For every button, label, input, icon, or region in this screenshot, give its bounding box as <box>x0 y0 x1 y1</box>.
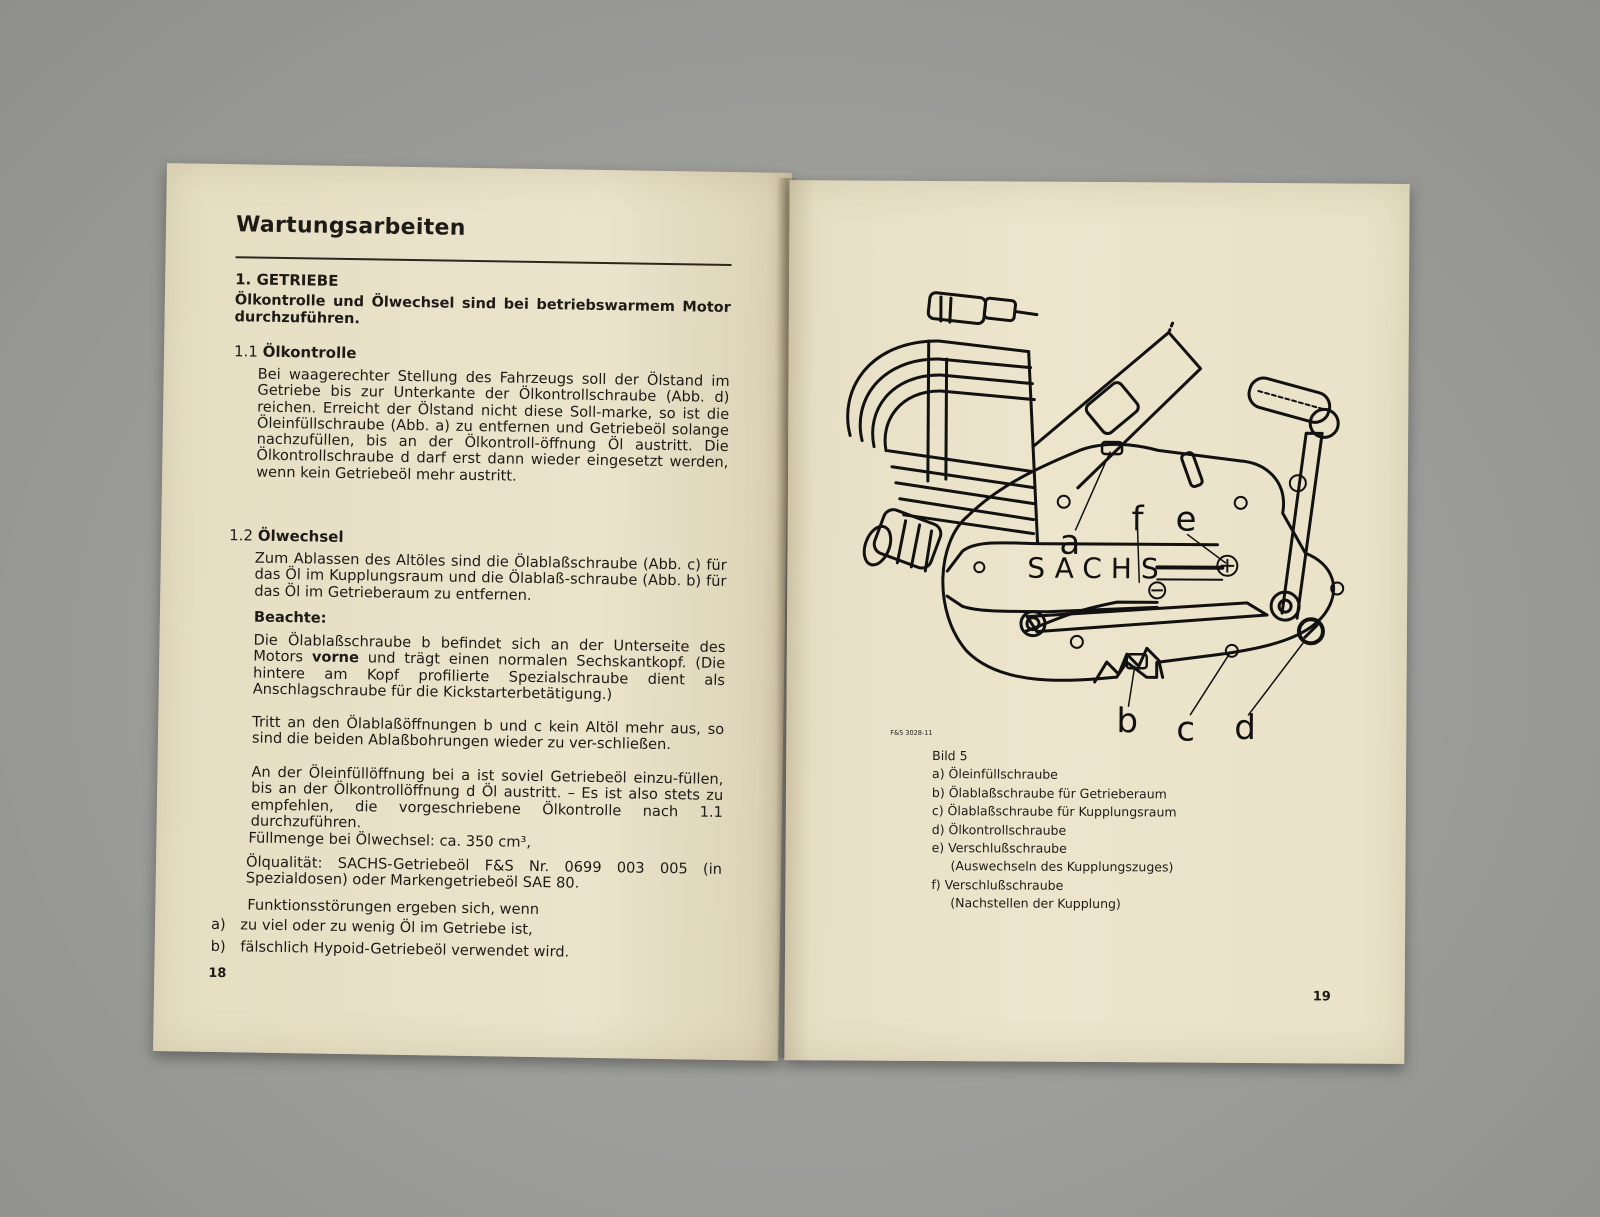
fill-amount: Füllmenge bei Ölwechsel: ca. 350 cm³, <box>248 829 532 851</box>
exhaust-pipe-drawing <box>1031 320 1203 490</box>
caption-line: c) Ölablaßschraube für Kupplungsraum <box>931 803 1177 820</box>
section-heading: 1. GETRIEBE <box>235 270 339 290</box>
cylinder-fins-drawing <box>846 339 1039 544</box>
note-bold: vorne <box>311 648 360 667</box>
caption-line: e) Verschlußschraube <box>931 840 1067 856</box>
crankcase-drawing <box>941 376 1345 684</box>
right-page: SACHS a f e b c d F&S 3028-11 Bild 5 a) … <box>784 180 1410 1064</box>
list-text: zu viel oder zu wenig Öl im Getriebe ist… <box>240 916 533 938</box>
caption-line: b) Ölablaßschraube für Getrieberaum <box>931 784 1167 802</box>
section-lead: Ölkontrolle und Ölwechsel sind bei betri… <box>234 292 731 328</box>
list-item: a) zu viel oder zu wenig Öl im Getriebe … <box>211 916 533 938</box>
caption-line: f) Verschlußschraube <box>931 876 1064 893</box>
plug-cap-drawing <box>926 291 1039 326</box>
diagram-label-f: f <box>1132 499 1145 539</box>
subsection-1: 1.1 Ölkontrolle <box>234 342 357 362</box>
caption-title: Bild 5 <box>932 747 968 764</box>
subsection-2-title: Ölwechsel <box>257 526 344 546</box>
caption-line: (Nachstellen der Kupplung) <box>950 895 1121 912</box>
diagram-label-e: e <box>1176 499 1197 539</box>
diagram-label-b: b <box>1116 701 1138 741</box>
carburetor-drawing <box>862 508 943 573</box>
list-mark: a) <box>210 915 226 934</box>
subsection-2-number: 1.2 <box>229 526 254 545</box>
left-page: Wartungsarbeiten 1. GETRIEBE Ölkontrolle… <box>153 163 792 1061</box>
paragraph-note: Die Ölablaßschraube b befindet sich an d… <box>253 632 726 706</box>
title-rule <box>235 256 732 266</box>
paragraph-oelwechsel: Zum Ablassen des Altöles sind die Ölabla… <box>254 549 727 604</box>
figure-caption: Bild 5 a) Öleinfüllschraube b) Ölablaßsc… <box>931 747 1177 914</box>
diagram-brand: SACHS <box>1027 552 1168 586</box>
caption-line: (Auswechseln des Kupplungszuges) <box>950 858 1174 875</box>
diagram-reference: F&S 3028-11 <box>890 728 933 737</box>
page-number-left: 18 <box>208 965 227 982</box>
list-text: fälschlich Hypoid-Getriebeöl verwendet w… <box>240 938 570 961</box>
malfunction-intro: Funktionsstörungen ergeben sich, wenn <box>247 896 540 919</box>
leader-lines <box>1074 451 1304 716</box>
diagram-label-c: c <box>1176 709 1195 749</box>
diagram-label-d: d <box>1234 708 1256 748</box>
diagram-label-a: a <box>1059 523 1080 563</box>
list-mark: b) <box>210 937 226 956</box>
page-title: Wartungsarbeiten <box>235 212 466 241</box>
subsection-1-title: Ölkontrolle <box>262 342 357 363</box>
paragraph-einfuellen: An der Öleinfüllöffnung bei a ist soviel… <box>250 763 724 832</box>
caption-line: d) Ölkontrollschraube <box>931 821 1067 838</box>
oil-quality: Ölqualität: SACHS-Getriebeöl F&S Nr. 069… <box>245 853 723 893</box>
paragraph-oelkontrolle: Bei waagerechter Stellung des Fahrzeugs … <box>256 365 730 485</box>
paragraph-ablass: Tritt an den Ölablaßöffnungen b und c ke… <box>251 713 725 754</box>
subsection-2: 1.2 Ölwechsel <box>229 526 344 546</box>
note-label: Beachte: <box>253 608 327 627</box>
list-item: b) fälschlich Hypoid-Getriebeöl verwende… <box>211 938 570 961</box>
engine-diagram: SACHS a f e b c d <box>846 291 1345 750</box>
page-number-right: 19 <box>1312 989 1331 1005</box>
subsection-1-number: 1.1 <box>233 342 259 361</box>
caption-line: a) Öleinfüllschraube <box>932 766 1058 783</box>
